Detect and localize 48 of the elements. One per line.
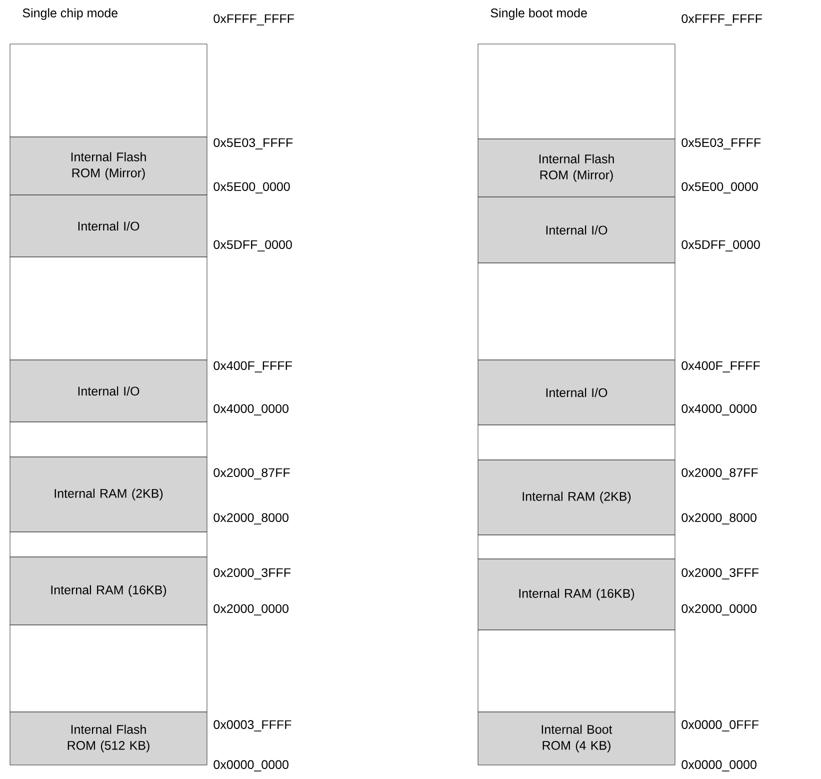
address-label: 0x2000_8000 — [214, 513, 288, 524]
address-label: 0x400F_FFFF — [214, 361, 292, 372]
address-label: 0x4000_0000 — [682, 404, 756, 416]
address-label: 0x4000_0000 — [214, 404, 288, 416]
memory-region: Internal RAM (16KB) — [478, 558, 676, 630]
address-label: 0x5E00_0000 — [682, 182, 758, 194]
empty-region — [478, 44, 676, 140]
memory-region: Internal RAM (2KB) — [478, 460, 676, 536]
empty-region — [478, 534, 676, 560]
memory-region: Internal I/O — [478, 360, 676, 426]
empty-region — [478, 630, 676, 712]
address-label: 0x400F_FFFF — [682, 361, 760, 372]
address-label: 0x2000_8000 — [682, 513, 756, 524]
address-label: 0x5E03_FFFF — [682, 138, 761, 150]
empty-region — [10, 624, 208, 712]
empty-region — [478, 262, 676, 360]
address-label: 0x2000_87FF — [682, 468, 758, 480]
empty-region — [10, 44, 208, 138]
address-label: 0x2000_0000 — [214, 604, 288, 616]
memory-region: Internal I/O — [10, 360, 208, 422]
memory-region: Internal Flash ROM (Mirror) — [478, 138, 676, 198]
address-label: 0xFFFF_FFFF — [214, 14, 294, 26]
address-label: 0x2000_0000 — [682, 604, 756, 616]
address-label: 0x2000_3FFF — [682, 568, 759, 580]
address-label: 0x2000_87FF — [214, 468, 290, 480]
memory-region: Internal RAM (2KB) — [10, 456, 208, 532]
address-label: 0x5E00_0000 — [214, 182, 290, 194]
title: Single boot mode — [490, 8, 587, 20]
memory-region: Internal I/O — [10, 194, 208, 258]
memory-region: Internal Flash ROM (Mirror) — [10, 136, 208, 196]
address-label: 0x5DFF_0000 — [214, 240, 292, 252]
address-label: 0x5E03_FFFF — [214, 138, 293, 150]
address-label: 0xFFFF_FFFF — [682, 14, 762, 26]
address-label: 0x0000_0000 — [214, 760, 288, 772]
address-label: 0x0000_0000 — [682, 760, 756, 772]
address-label: 0x5DFF_0000 — [682, 240, 760, 252]
empty-region — [10, 256, 208, 360]
memory-region: Internal Boot ROM (4 KB) — [478, 712, 676, 766]
memory-region: Internal RAM (16KB) — [10, 556, 208, 626]
empty-region — [10, 422, 208, 458]
address-label: 0x0003_FFFF — [214, 720, 292, 732]
title: Single chip mode — [22, 8, 118, 20]
empty-region — [478, 424, 676, 460]
memory-region: Internal I/O — [478, 196, 676, 264]
address-label: 0x2000_3FFF — [214, 568, 291, 580]
address-label: 0x0000_0FFF — [682, 720, 759, 732]
memory-region: Internal Flash ROM (512 KB) — [10, 712, 208, 766]
empty-region — [10, 532, 208, 558]
